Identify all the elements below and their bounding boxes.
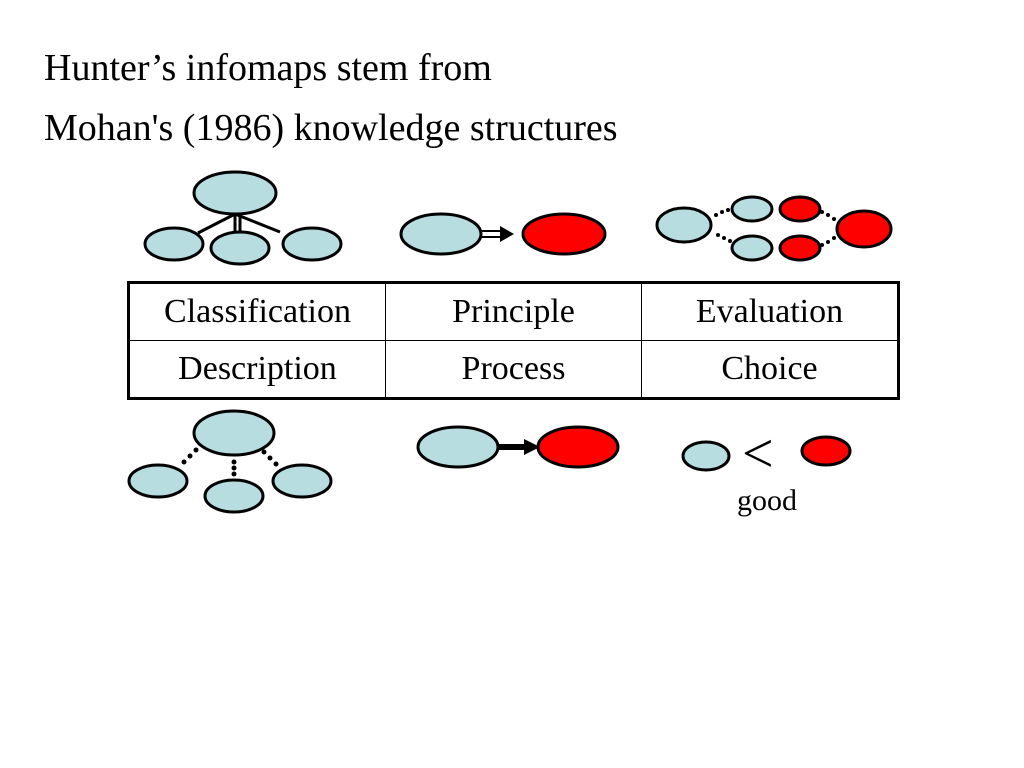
less-than-symbol: <	[742, 423, 774, 485]
classification-icon	[143, 170, 343, 266]
cell-choice: Choice	[641, 340, 899, 399]
evaluation-icon	[655, 195, 893, 262]
principle-icon	[399, 212, 607, 256]
description-icon	[127, 409, 333, 514]
slide-title: Hunter’s infomaps stem from Mohan's (198…	[44, 38, 618, 158]
cell-evaluation: Evaluation	[641, 282, 899, 341]
cell-principle: Principle	[385, 282, 642, 341]
process-icon	[416, 425, 620, 469]
cell-classification: Classification	[128, 282, 386, 341]
good-label: good	[737, 484, 797, 517]
knowledge-structures-table: Classification Principle Evaluation Desc…	[127, 281, 900, 400]
cell-process: Process	[385, 340, 642, 399]
cell-description: Description	[128, 340, 386, 399]
title-line-2: Mohan's (1986) knowledge structures	[44, 107, 618, 149]
table-row: Classification Principle Evaluation	[128, 282, 899, 341]
title-line-1: Hunter’s infomaps stem from	[44, 47, 492, 89]
choice-icon	[681, 435, 852, 472]
table-row: Description Process Choice	[128, 340, 899, 399]
